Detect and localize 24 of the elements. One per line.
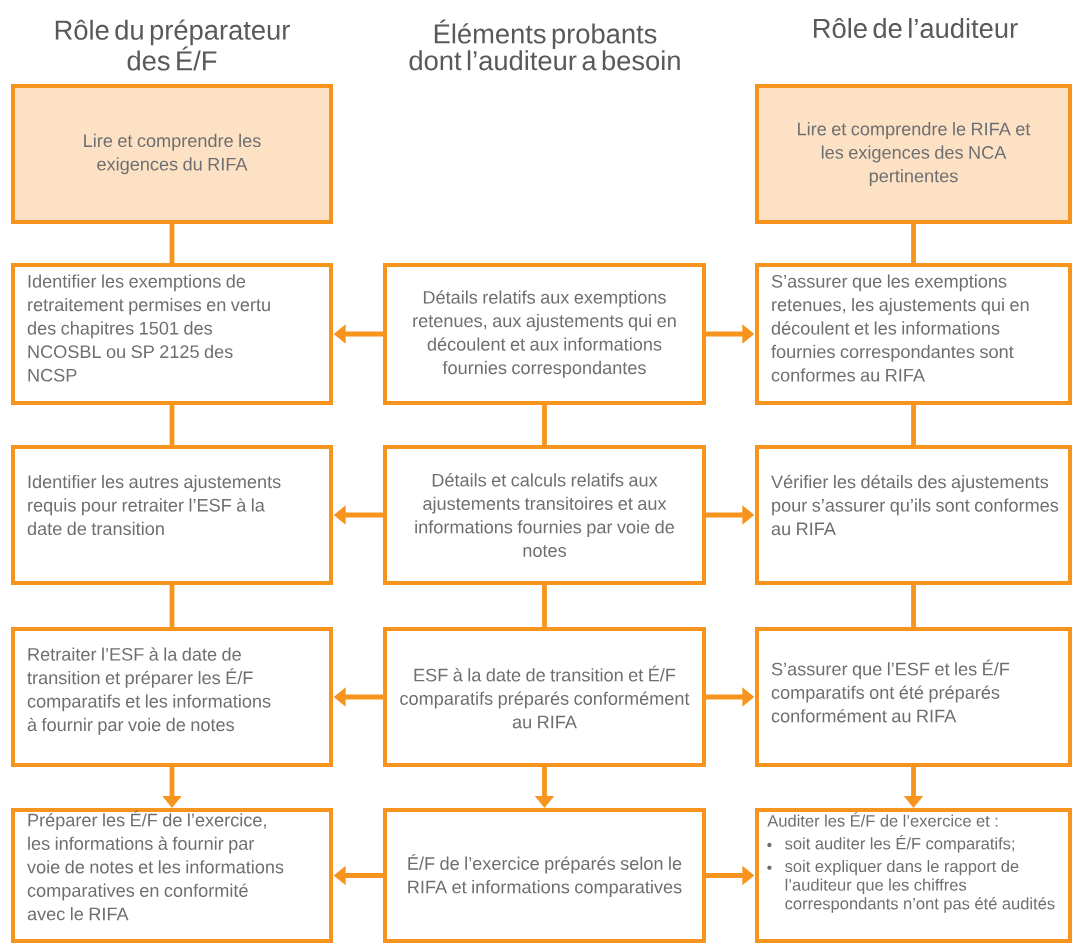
step-box: Détails et calculs relatifs aux ajustements transitoires et aux informations fournies par voie de notes <box>383 445 706 585</box>
step-box: Vérifier les détails des ajustements pour s’assurer qu’ils sont conformes au RIFA <box>755 445 1072 585</box>
highlighted-step-box: Lire et comprendre les exigences du RIFA <box>11 84 333 224</box>
step-box: ESF à la date de transition et É/F comparatifs préparés conformément au RIFA <box>383 627 706 767</box>
step-box: Préparer les É/F de l’exercice, les informations à fournir par voie de notes et les informations comparatives en conformité avec le RIFA <box>11 808 333 943</box>
connector-line <box>911 585 916 627</box>
connector-line <box>542 585 547 627</box>
step-box: Identifier les exemptions de retraitement permises en vertu des chapitres 1501 des NCOSBL ou SP 2125 des NCSP <box>11 263 333 405</box>
step-box: Identifier les autres ajustements requis pour retraiter l’ESF à la date de transition <box>11 445 333 585</box>
column-heading: Rôle de l’auditeur <box>814 17 1018 39</box>
connector-line <box>169 224 175 263</box>
connector-line <box>169 585 175 627</box>
connector-line <box>169 405 175 445</box>
step-box: Détails relatifs aux exemptions retenues, aux ajustements qui en découlent et aux informations fournies correspondantes <box>383 263 706 405</box>
connector-line <box>911 405 916 445</box>
step-box: S’assurer que l’ESF et les É/F comparatifs ont été préparés conformément au RIFA <box>755 627 1072 767</box>
connector-line <box>911 224 916 263</box>
column-heading: Éléments probants dont l’auditeur a besoin <box>409 19 680 71</box>
highlighted-step-box: Lire et comprendre le RIFA et les exigences des NCA pertinentes <box>755 84 1072 224</box>
step-box: S’assurer que les exemptions retenues, les ajustements qui en découlent et les informations fournies correspondantes sont conformes au RIFA <box>755 263 1072 405</box>
step-box: É/F de l’exercice préparés selon le RIFA et informations comparatives <box>383 808 706 943</box>
step-box: Auditer les É/F de l’exercice et : soit auditer les É/F comparatifs; soit expliquer dans le rapport de l’auditeur que les chiffres correspondants n’ont pas été audités <box>755 808 1072 943</box>
connector-line <box>542 405 547 445</box>
step-box: Retraiter l’ESF à la date de transition et préparer les É/F comparatifs et les informations à fournir par voie de notes <box>11 627 333 767</box>
